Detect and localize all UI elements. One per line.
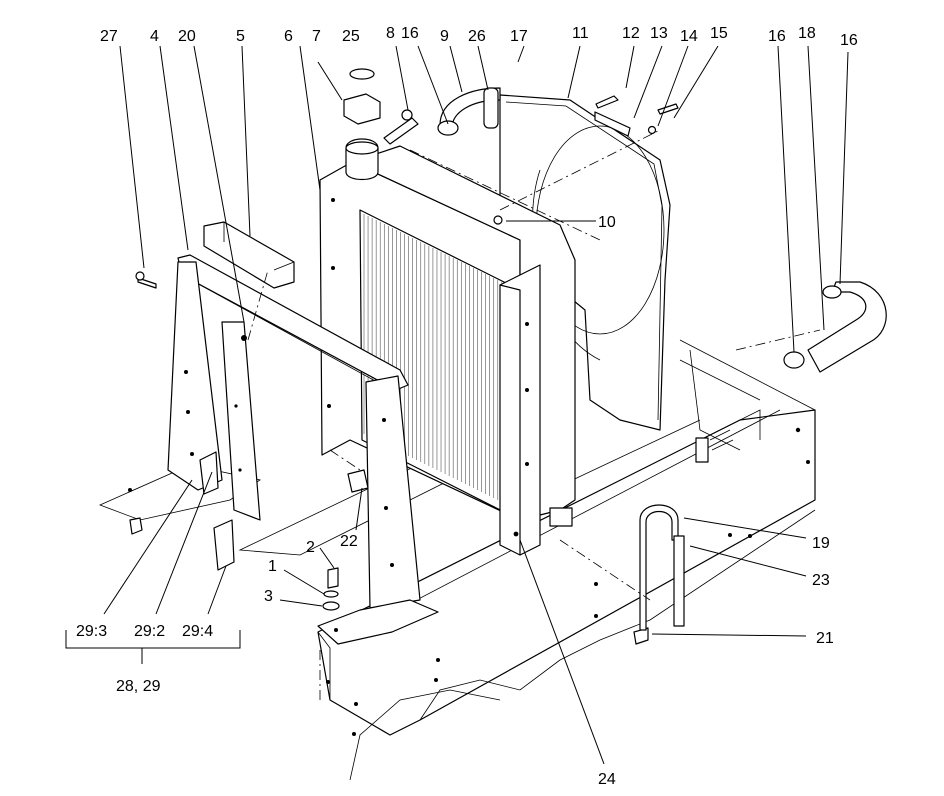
upper-hose [437, 87, 501, 136]
callout-18: 18 [798, 25, 816, 42]
centerlines [247, 129, 821, 700]
callout-25: 25 [342, 28, 360, 45]
callout-15: 15 [710, 25, 728, 42]
center-plate [221, 321, 261, 521]
callout-3: 3 [264, 588, 273, 605]
callout-1: 1 [268, 558, 277, 575]
callout-10: 10 [598, 214, 616, 231]
callout-24: 24 [598, 771, 616, 788]
callout-28-29: 28, 29 [116, 678, 161, 695]
callout-16-top-left: 16 [401, 25, 419, 42]
callout-23: 23 [812, 572, 830, 589]
callout-2: 2 [306, 539, 315, 556]
foam-pad [203, 221, 295, 289]
callout-19: 19 [812, 535, 830, 552]
lower-hose [783, 281, 887, 373]
callout-labels: 27 4 20 5 6 7 25 8 16 9 26 17 11 12 13 1… [76, 25, 858, 788]
callout-27: 27 [100, 28, 118, 45]
callout-7: 7 [312, 28, 321, 45]
callout-11: 11 [572, 25, 589, 42]
callout-22: 22 [340, 533, 358, 550]
callout-17: 17 [510, 28, 528, 45]
hardware [129, 95, 679, 645]
callout-21: 21 [816, 630, 834, 647]
callout-20: 20 [178, 28, 196, 45]
left-upright [167, 261, 223, 491]
callout-26: 26 [468, 28, 486, 45]
filler-cap-assembly [343, 68, 381, 181]
callout-14: 14 [680, 28, 698, 45]
callout-29-2: 29:2 [134, 623, 165, 640]
right-upright [317, 375, 439, 645]
callout-29-4: 29:4 [182, 623, 213, 640]
callout-29-3: 29:3 [76, 623, 107, 640]
callout-5: 5 [236, 28, 245, 45]
callout-9: 9 [440, 28, 449, 45]
callout-12: 12 [622, 25, 640, 42]
callout-16-far-right: 16 [840, 32, 858, 49]
fan-shroud [499, 94, 671, 431]
overflow-fittings [383, 109, 419, 145]
overflow-tube [639, 504, 685, 631]
callout-16-top-right: 16 [768, 28, 786, 45]
callout-8: 8 [386, 25, 395, 42]
callout-4: 4 [150, 28, 159, 45]
callout-6: 6 [284, 28, 293, 45]
leader-lines [65, 45, 849, 765]
callout-13: 13 [650, 25, 668, 42]
